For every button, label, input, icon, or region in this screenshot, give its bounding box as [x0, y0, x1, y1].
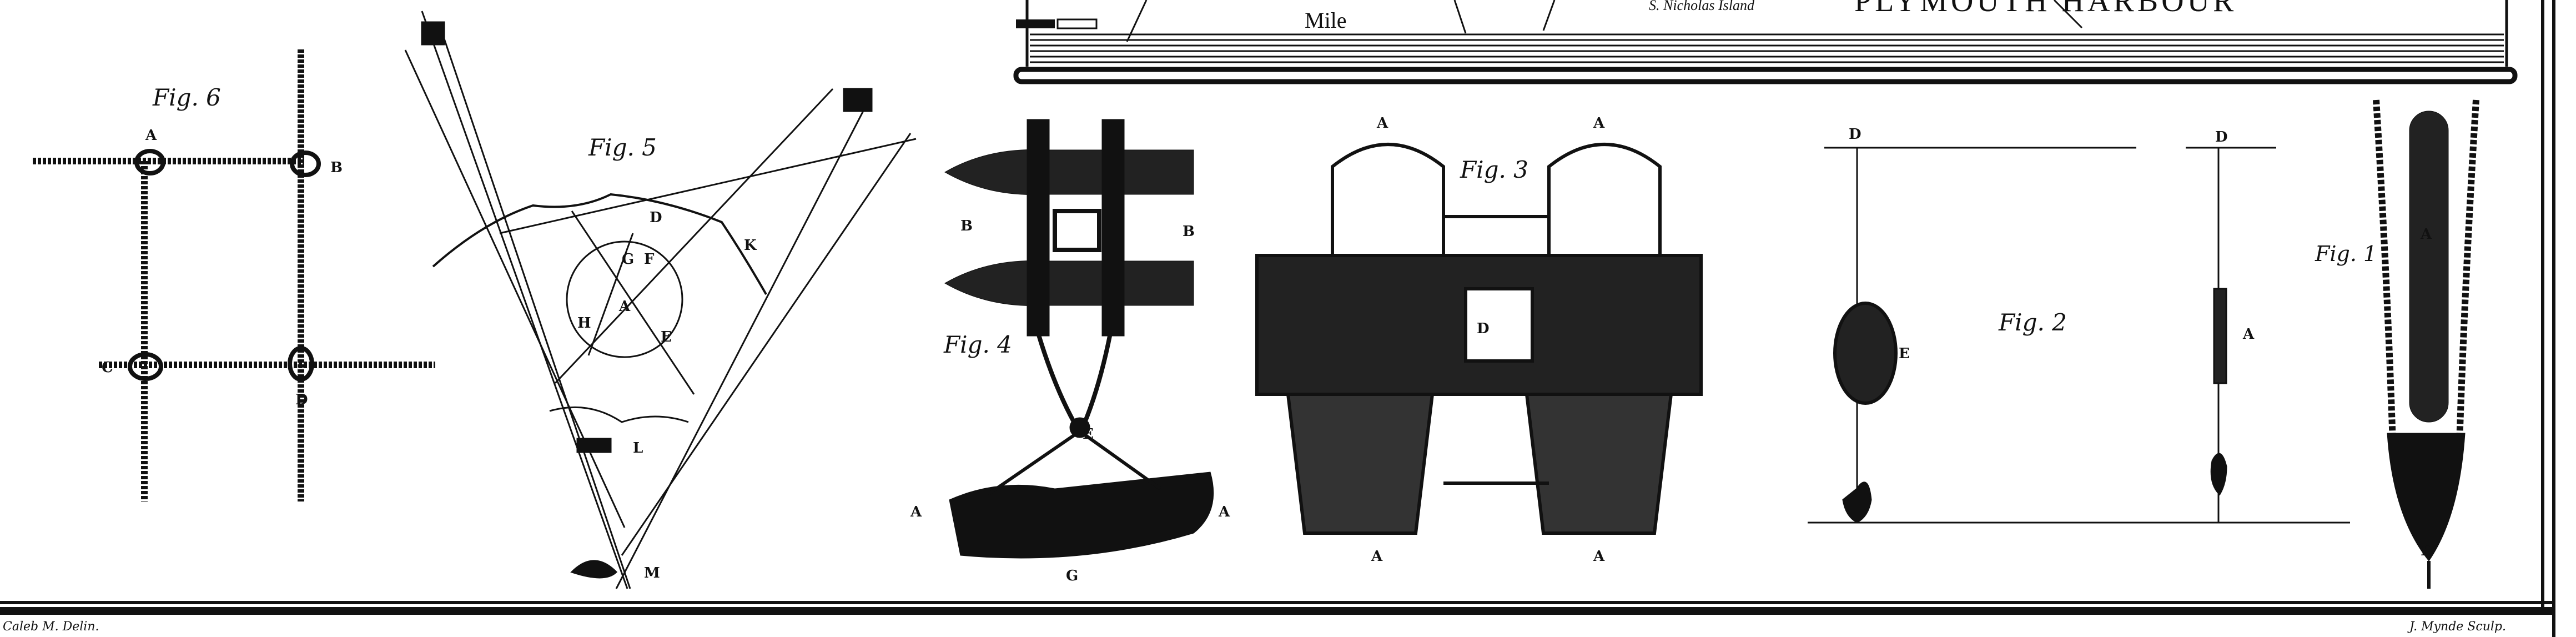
svg-text:G: G	[1066, 568, 1078, 584]
letter: D	[295, 392, 308, 408]
svg-text:G: G	[622, 251, 634, 268]
letter: B	[330, 159, 343, 176]
figure-6	[33, 49, 435, 501]
svg-text:K: K	[744, 237, 757, 254]
svg-text:B: B	[1183, 223, 1195, 240]
svg-text:A: A	[2242, 326, 2255, 343]
svg-text:M: M	[644, 565, 660, 581]
figure-5	[404, 11, 917, 589]
svg-text:D: D	[1477, 320, 1490, 337]
svg-text:L: L	[633, 440, 643, 457]
svg-text:D: D	[2215, 129, 2228, 146]
svg-text:E: E	[661, 329, 672, 345]
svg-text:A: A	[1218, 504, 1230, 520]
svg-text:D: D	[1849, 126, 1861, 143]
svg-text:F: F	[644, 251, 655, 268]
figure-2-label: Fig. 2	[1998, 309, 2067, 336]
svg-text:A: A	[1371, 548, 1383, 565]
svg-text:E: E	[1899, 345, 1910, 362]
svg-text:A: A	[910, 504, 922, 520]
map-roller	[1013, 67, 2518, 84]
figure-1	[2373, 99, 2479, 589]
scale-label: Mile	[1305, 8, 1347, 33]
island-label: S. Nicholas Island	[1649, 0, 1755, 13]
svg-text:B: B	[960, 218, 973, 234]
figure-3-label: Fig. 3	[1460, 156, 1528, 183]
engraver-credit: J. Mynde Sculp.	[2407, 620, 2506, 634]
figure-5-label: Fig. 5	[588, 134, 657, 161]
figure-4-label: Fig. 4	[943, 331, 1012, 358]
scale-bar	[1016, 19, 1055, 28]
figure-4	[944, 119, 1214, 559]
map-title: PLYMOUTH HARBOUR	[1854, 0, 2237, 18]
figure-6-label: Fig. 6	[152, 84, 221, 111]
svg-text:A: A	[1593, 548, 1605, 565]
map-panel: Mile S. Nicholas Island PLYMOUTH HARBOUR	[1013, 0, 2518, 84]
svg-text:A: A	[2420, 226, 2432, 243]
svg-text:H: H	[577, 315, 591, 332]
svg-text:E: E	[1083, 426, 1094, 443]
svg-text:A: A	[1593, 115, 1605, 132]
letter: A	[145, 127, 157, 144]
figure-3	[1255, 143, 1703, 535]
svg-text:E: E	[2421, 543, 2432, 559]
figure-1-label: Fig. 1	[2315, 242, 2377, 266]
svg-text:D: D	[650, 209, 662, 226]
figure-letters: D G F A H E K L M B B E G A A A A D A A …	[577, 115, 2432, 584]
svg-text:A: A	[618, 298, 631, 315]
delineator-credit: Caleb M. Delin.	[3, 620, 99, 634]
figure-2	[1808, 147, 2350, 524]
letter: C	[102, 359, 113, 376]
svg-text:A: A	[1376, 115, 1388, 132]
